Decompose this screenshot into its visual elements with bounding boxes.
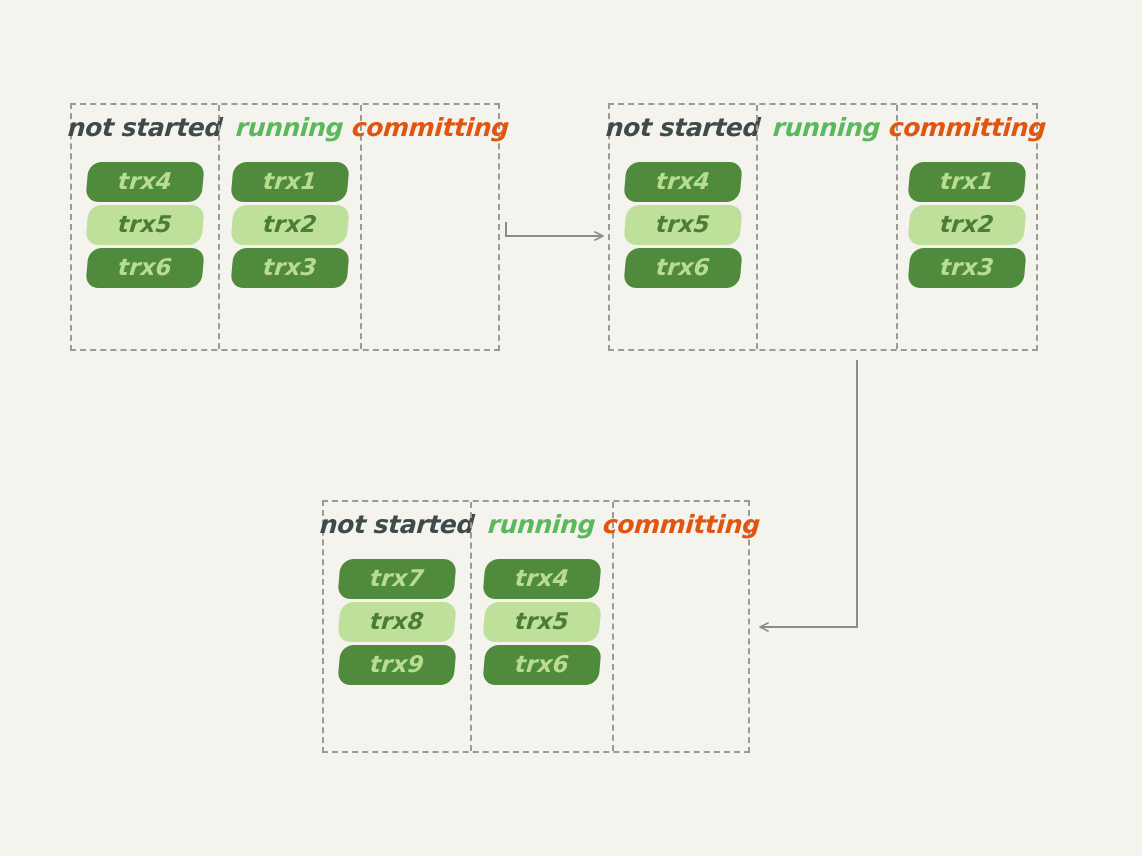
column-committing: committing [351, 105, 509, 349]
trx-pill[interactable]: trx5 [482, 602, 602, 642]
column-title-running: running [487, 510, 597, 539]
column-not-started: not started trx7 trx8 trx9 [319, 502, 475, 751]
trx-pill[interactable]: trx6 [85, 248, 205, 288]
trx-pill[interactable]: trx2 [907, 205, 1027, 245]
column-title-committing: committing [887, 113, 1047, 142]
column-title-not-started: not started [66, 113, 224, 142]
trx-pill[interactable]: trx7 [337, 559, 457, 599]
trx-pill[interactable]: trx4 [482, 559, 602, 599]
trx-pill[interactable]: trx3 [907, 248, 1027, 288]
trx-pill[interactable]: trx2 [230, 205, 350, 245]
column-not-started: not started trx4 trx5 trx6 [67, 105, 223, 349]
panel-state-2: not started trx4 trx5 trx6 running commi… [605, 103, 1046, 351]
pill-stack-running: trx4 trx5 trx6 [482, 559, 602, 685]
trx-pill[interactable]: trx4 [623, 162, 743, 202]
trx-pill[interactable]: trx3 [230, 248, 350, 288]
trx-pill[interactable]: trx9 [337, 645, 457, 685]
trx-pill[interactable]: trx8 [337, 602, 457, 642]
column-title-not-started: not started [604, 113, 762, 142]
column-title-running: running [235, 113, 345, 142]
panel-state-1: not started trx4 trx5 trx6 running trx1 … [67, 103, 509, 351]
column-title-running: running [772, 113, 882, 142]
pill-stack-running: trx1 trx2 trx3 [230, 162, 350, 288]
trx-pill[interactable]: trx5 [85, 205, 205, 245]
trx-pill[interactable]: trx5 [623, 205, 743, 245]
column-title-committing: committing [350, 113, 510, 142]
column-running: running trx4 trx5 trx6 [470, 502, 612, 751]
trx-pill[interactable]: trx4 [85, 162, 205, 202]
trx-pill[interactable]: trx6 [482, 645, 602, 685]
column-running: running [756, 105, 896, 349]
pill-stack-committing: trx1 trx2 trx3 [907, 162, 1027, 288]
pill-stack-not-started: trx4 trx5 trx6 [85, 162, 205, 288]
column-title-committing: committing [601, 510, 761, 539]
arrow-panel1-to-panel2 [505, 222, 604, 241]
pill-stack-not-started: trx7 trx8 trx9 [337, 559, 457, 685]
trx-pill[interactable]: trx6 [623, 248, 743, 288]
arrow-panel2-to-panel3 [759, 360, 858, 632]
column-title-not-started: not started [318, 510, 476, 539]
pill-stack-not-started: trx4 trx5 trx6 [623, 162, 743, 288]
column-not-started: not started trx4 trx5 trx6 [605, 105, 761, 349]
column-committing: committing trx1 trx2 trx3 [888, 105, 1046, 349]
trx-pill[interactable]: trx1 [230, 162, 350, 202]
trx-pill[interactable]: trx1 [907, 162, 1027, 202]
column-running: running trx1 trx2 trx3 [218, 105, 360, 349]
column-committing: committing [602, 502, 760, 751]
panel-state-3: not started trx7 trx8 trx9 running trx4 … [319, 500, 760, 753]
